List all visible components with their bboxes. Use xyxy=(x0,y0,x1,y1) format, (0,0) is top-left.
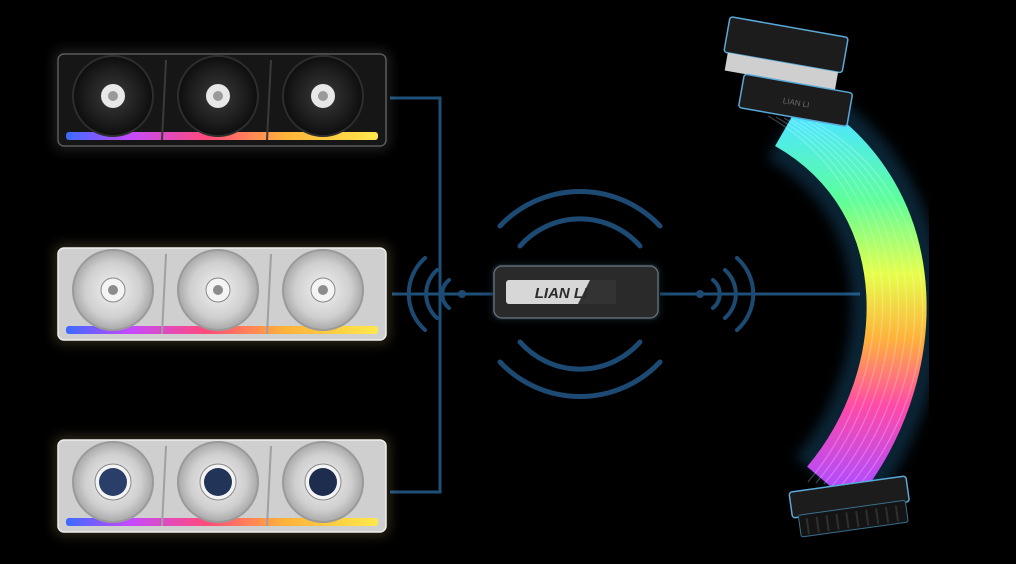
fan-unit xyxy=(72,55,154,137)
cable-connector-bottom xyxy=(788,475,910,538)
fan-unit xyxy=(282,55,364,137)
fan-unit xyxy=(282,441,364,523)
hub-display-icon xyxy=(309,468,337,496)
fan-row-white-display xyxy=(54,436,390,536)
cable-connector-top: LIAN LI xyxy=(723,16,853,127)
hub-logo-icon xyxy=(108,91,118,101)
hub-logo-icon xyxy=(318,285,328,295)
fan-row-black xyxy=(54,50,390,150)
fan-unit xyxy=(177,249,259,331)
link-line-bottom xyxy=(390,294,442,494)
fan-unit xyxy=(72,441,154,523)
broadcast-waves-icon xyxy=(497,189,663,399)
fan-row-white xyxy=(54,244,390,344)
hub-logo-icon xyxy=(108,285,118,295)
hub-logo-icon xyxy=(213,91,223,101)
rgb-extension-cable: LIAN LI xyxy=(723,16,942,538)
hub-display-icon xyxy=(99,468,127,496)
hub-logo-icon xyxy=(213,285,223,295)
link-line-top xyxy=(390,96,442,294)
wireless-receiver: LIAN LI xyxy=(492,264,660,320)
fan-unit xyxy=(177,441,259,523)
hub-logo-icon xyxy=(318,91,328,101)
hub-display-icon xyxy=(204,468,232,496)
fan-unit xyxy=(282,249,364,331)
receiver-brand-label: LIAN LI xyxy=(535,285,588,302)
wireless-signal-icon-right xyxy=(696,256,756,332)
wireless-signal-icon xyxy=(406,256,466,332)
fan-unit xyxy=(72,249,154,331)
link-lines xyxy=(390,96,860,494)
fan-unit xyxy=(177,55,259,137)
